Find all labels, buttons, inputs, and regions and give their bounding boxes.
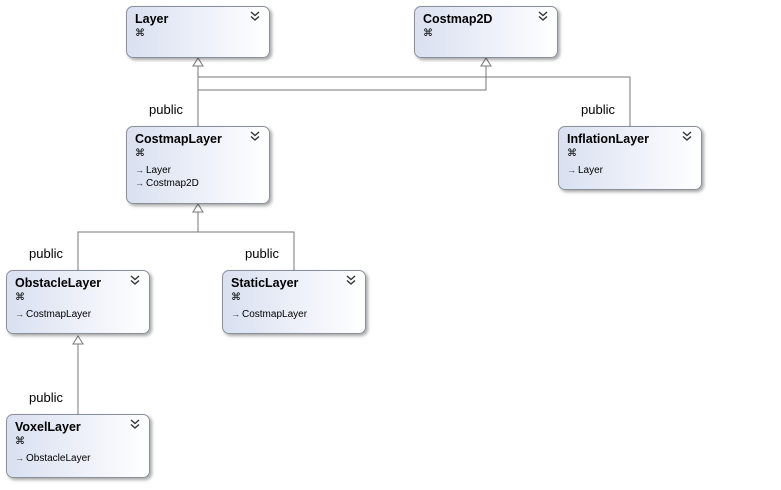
base-class-name: CostmapLayer	[26, 309, 92, 320]
double-chevron-down-icon[interactable]	[249, 130, 261, 142]
class-name: Costmap2D	[423, 12, 493, 26]
double-chevron-down-icon[interactable]	[537, 10, 549, 22]
class-name: ObstacleLayer	[15, 276, 102, 290]
class-icon: ⌘	[567, 148, 577, 159]
arrow-right-icon: →	[567, 165, 576, 175]
base-class-name: Layer	[146, 165, 172, 176]
double-chevron-down-icon[interactable]	[249, 10, 261, 22]
class-name: CostmapLayer	[135, 132, 222, 146]
inherit-arrowhead-costmap2d	[480, 57, 492, 67]
class-box-staticlayer[interactable]: StaticLayer ⌘ →CostmapLayer	[222, 270, 366, 334]
inheritance-label: public	[149, 102, 183, 117]
base-class-list: →ObstacleLayer	[15, 452, 90, 465]
arrow-right-icon: →	[135, 178, 144, 188]
arrow-right-icon: →	[15, 453, 24, 463]
base-class-item: →Costmap2D	[135, 177, 199, 190]
edge-staticlayer-to-costmaplayer	[198, 231, 295, 270]
class-icon: ⌘	[135, 28, 145, 39]
class-icon: ⌘	[231, 292, 241, 303]
base-class-name: Costmap2D	[146, 178, 199, 189]
edge-inflationlayer-to-layer	[198, 76, 631, 126]
class-icon: ⌘	[423, 28, 433, 39]
base-class-name: CostmapLayer	[242, 309, 308, 320]
arrow-right-icon: →	[135, 165, 144, 175]
base-class-item: →CostmapLayer	[15, 308, 91, 321]
class-name: StaticLayer	[231, 276, 299, 290]
base-class-item: →ObstacleLayer	[15, 452, 90, 465]
class-box-inflationlayer[interactable]: InflationLayer ⌘ →Layer	[558, 126, 702, 190]
double-chevron-down-icon[interactable]	[129, 418, 141, 430]
base-class-list: →CostmapLayer	[231, 308, 307, 321]
base-class-name: Layer	[578, 165, 604, 176]
class-box-costmaplayer[interactable]: CostmapLayer ⌘ →Layer →Costmap2D	[126, 126, 270, 204]
class-box-voxellayer[interactable]: VoxelLayer ⌘ →ObstacleLayer	[6, 414, 150, 478]
class-name: VoxelLayer	[15, 420, 81, 434]
double-chevron-down-icon[interactable]	[681, 130, 693, 142]
class-box-obstaclelayer[interactable]: ObstacleLayer ⌘ →CostmapLayer	[6, 270, 150, 334]
class-icon: ⌘	[135, 148, 145, 159]
class-icon: ⌘	[15, 292, 25, 303]
base-class-list: →Layer	[567, 164, 603, 177]
class-box-layer[interactable]: Layer ⌘	[126, 6, 270, 58]
inheritance-label: public	[245, 246, 279, 261]
arrow-right-icon: →	[15, 309, 24, 319]
inheritance-label: public	[581, 102, 615, 117]
base-class-list: →CostmapLayer	[15, 308, 91, 321]
inherit-arrowhead-layer	[192, 57, 204, 67]
class-name: InflationLayer	[567, 132, 649, 146]
inherit-arrowhead-costmaplayer	[192, 203, 204, 213]
arrow-right-icon: →	[231, 309, 240, 319]
base-class-item: →Layer	[567, 164, 603, 177]
edge-obstaclelayer-to-costmaplayer	[77, 212, 199, 270]
base-class-name: ObstacleLayer	[26, 453, 91, 464]
base-class-item: →CostmapLayer	[231, 308, 307, 321]
inherit-arrowhead-obstaclelayer	[72, 335, 84, 345]
double-chevron-down-icon[interactable]	[129, 274, 141, 286]
base-class-item: →Layer	[135, 164, 199, 177]
edge-costmaplayer-to-costmap2d	[198, 66, 487, 91]
class-box-costmap2d[interactable]: Costmap2D ⌘	[414, 6, 558, 58]
inheritance-label: public	[29, 246, 63, 261]
base-class-list: →Layer →Costmap2D	[135, 164, 199, 190]
class-icon: ⌘	[15, 436, 25, 447]
double-chevron-down-icon[interactable]	[345, 274, 357, 286]
class-name: Layer	[135, 12, 169, 26]
inheritance-label: public	[29, 390, 63, 405]
